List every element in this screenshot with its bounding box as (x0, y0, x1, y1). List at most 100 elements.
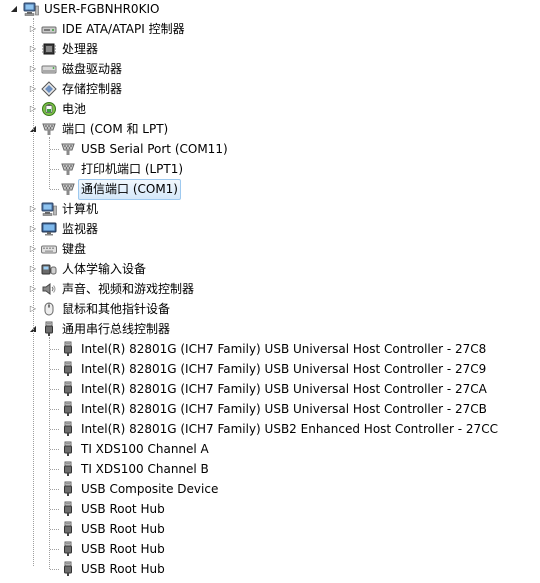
tree-device-12-7[interactable]: USB Composite Device (0, 479, 540, 499)
usb-icon (60, 481, 76, 497)
tree-connector-line (50, 529, 59, 530)
tree-connector-line (50, 369, 59, 370)
tree-category-7[interactable]: ▷监视器 (0, 219, 540, 239)
tree-item-label: Intel(R) 82801G (ICH7 Family) USB Univer… (81, 382, 487, 396)
tree-item-label: Intel(R) 82801G (ICH7 Family) USB Univer… (81, 342, 487, 356)
usb-icon (60, 421, 76, 437)
mouse-icon (41, 301, 57, 317)
tree-item-label: Intel(R) 82801G (ICH7 Family) USB Univer… (81, 362, 487, 376)
tree-connector-line (49, 337, 50, 569)
usb-icon (41, 321, 57, 337)
tree-item-label: USB Root Hub (81, 502, 165, 516)
tree-item-label: TI XDS100 Channel B (81, 462, 209, 476)
tree-connector-line (50, 489, 59, 490)
tree-connector-line (50, 549, 59, 550)
tree-connector-line (50, 349, 59, 350)
storage-controller-icon (41, 81, 57, 97)
tree-category-8[interactable]: ▷键盘 (0, 239, 540, 259)
tree-connector-line (50, 449, 59, 450)
tree-item-label: 监视器 (62, 222, 99, 236)
tree-item-label: USB Serial Port (COM11) (81, 142, 228, 156)
tree-connector-line (50, 409, 59, 410)
tree-device-12-11[interactable]: USB Root Hub (0, 559, 540, 579)
computer-icon (41, 201, 57, 217)
tree-item-label: USB Composite Device (81, 482, 219, 496)
usb-icon (60, 361, 76, 377)
tree-item-label: USB Root Hub (81, 562, 165, 576)
tree-device-12-5[interactable]: TI XDS100 Channel A (0, 439, 540, 459)
tree-item-label: USB Root Hub (81, 522, 165, 536)
tree-item-label: Intel(R) 82801G (ICH7 Family) USB Univer… (81, 402, 487, 416)
tree-connector-line (50, 569, 59, 570)
tree-device-12-9[interactable]: USB Root Hub (0, 519, 540, 539)
collapse-arrow-icon[interactable]: ◢ (10, 4, 18, 13)
usb-icon (60, 561, 76, 577)
port-icon (41, 121, 57, 137)
tree-item-label: 人体学输入设备 (62, 262, 147, 276)
tree-item-label: 鼠标和其他指针设备 (62, 302, 171, 316)
tree-device-12-0[interactable]: Intel(R) 82801G (ICH7 Family) USB Univer… (0, 339, 540, 359)
tree-item-label: 电池 (62, 102, 87, 116)
computer-icon (23, 1, 39, 17)
tree-category-9[interactable]: ▷人体学输入设备 (0, 259, 540, 279)
tree-category-6[interactable]: ▷计算机 (0, 199, 540, 219)
tree-item-label: USB Root Hub (81, 542, 165, 556)
usb-icon (60, 341, 76, 357)
usb-icon (60, 521, 76, 537)
tree-item-label: TI XDS100 Channel A (81, 442, 209, 456)
tree-item-label: 通信端口 (COM1) (78, 179, 181, 200)
tree-category-4[interactable]: ▷电池 (0, 99, 540, 119)
tree-connector-line (33, 18, 34, 566)
port-icon (60, 181, 76, 197)
tree-connector-line (50, 169, 59, 170)
tree-category-12[interactable]: ◢通用串行总线控制器 (0, 319, 540, 339)
tree-device-12-8[interactable]: USB Root Hub (0, 499, 540, 519)
tree-item-label: 处理器 (62, 42, 99, 56)
tree-item-label: 端口 (COM 和 LPT) (62, 122, 169, 136)
tree-device-12-1[interactable]: Intel(R) 82801G (ICH7 Family) USB Univer… (0, 359, 540, 379)
ide-controller-icon (41, 21, 57, 37)
monitor-icon (41, 221, 57, 237)
keyboard-icon (41, 241, 57, 257)
disk-drive-icon (41, 61, 57, 77)
tree-device-5-2[interactable]: 通信端口 (COM1) (0, 179, 540, 200)
tree-item-label: 存储控制器 (62, 82, 123, 96)
tree-item-label: USER-FGBNHR0KIO (44, 2, 160, 16)
tree-connector-line (50, 429, 59, 430)
tree-item-label: 通用串行总线控制器 (62, 322, 171, 336)
usb-icon (60, 381, 76, 397)
tree-category-5[interactable]: ◢端口 (COM 和 LPT) (0, 119, 540, 139)
tree-item-label: 声音、视频和游戏控制器 (62, 282, 195, 296)
tree-device-12-10[interactable]: USB Root Hub (0, 539, 540, 559)
tree-connector-line (50, 149, 59, 150)
tree-category-1[interactable]: ▷处理器 (0, 39, 540, 59)
tree-device-12-4[interactable]: Intel(R) 82801G (ICH7 Family) USB2 Enhan… (0, 419, 540, 439)
processor-icon (41, 41, 57, 57)
tree-item-label: 打印机端口 (LPT1) (81, 162, 184, 176)
usb-icon (60, 461, 76, 477)
tree-item-label: 键盘 (62, 242, 87, 256)
tree-device-5-0[interactable]: USB Serial Port (COM11) (0, 139, 540, 159)
tree-device-12-6[interactable]: TI XDS100 Channel B (0, 459, 540, 479)
tree-category-11[interactable]: ▷鼠标和其他指针设备 (0, 299, 540, 319)
usb-icon (60, 541, 76, 557)
tree-root-computer[interactable]: ◢ USER-FGBNHR0KIO (0, 0, 540, 19)
tree-category-0[interactable]: ▷IDE ATA/ATAPI 控制器 (0, 19, 540, 39)
tree-device-5-1[interactable]: 打印机端口 (LPT1) (0, 159, 540, 179)
tree-category-2[interactable]: ▷磁盘驱动器 (0, 59, 540, 79)
port-icon (60, 141, 76, 157)
tree-connector-line (50, 469, 59, 470)
speaker-icon (41, 281, 57, 297)
hid-icon (41, 261, 57, 277)
tree-item-label: Intel(R) 82801G (ICH7 Family) USB2 Enhan… (81, 422, 498, 436)
battery-icon (41, 101, 57, 117)
tree-connector-line (50, 189, 59, 190)
tree-category-3[interactable]: ▷存储控制器 (0, 79, 540, 99)
tree-device-12-3[interactable]: Intel(R) 82801G (ICH7 Family) USB Univer… (0, 399, 540, 419)
port-icon (60, 161, 76, 177)
tree-category-10[interactable]: ▷声音、视频和游戏控制器 (0, 279, 540, 299)
usb-icon (60, 401, 76, 417)
tree-device-12-2[interactable]: Intel(R) 82801G (ICH7 Family) USB Univer… (0, 379, 540, 399)
tree-connector-line (49, 137, 50, 189)
